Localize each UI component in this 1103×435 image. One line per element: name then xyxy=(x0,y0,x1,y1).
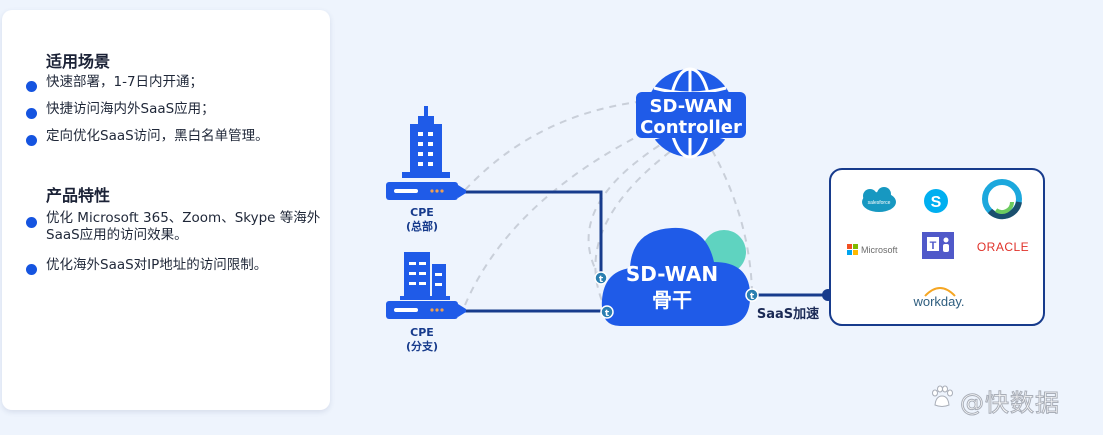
saas-apps-box[interactable]: salesforce S Microsoft T xyxy=(829,168,1045,326)
branch-building-icon xyxy=(400,252,450,300)
bullet-icon xyxy=(26,264,37,275)
dashed-link-backbone-controller xyxy=(587,144,661,279)
salesforce-logo: salesforce xyxy=(862,187,896,212)
cpe-hq-name: CPE xyxy=(410,206,434,219)
bullet-icon xyxy=(26,135,37,146)
info-card: 适用场景 快速部署，1-7日内开通； 快捷访问海内外SaaS应用； 定向优化Sa… xyxy=(2,10,330,410)
bullet-icon xyxy=(26,108,37,119)
svg-text:S: S xyxy=(931,194,942,211)
tunnel-node-glyph: t xyxy=(750,292,755,302)
cpe-hq[interactable]: CPE (总部) xyxy=(386,106,466,233)
tunnel-node-glyph: t xyxy=(599,275,604,285)
dashed-link-controller-saas xyxy=(711,149,753,293)
svg-text:salesforce: salesforce xyxy=(868,200,891,206)
scenario-item: 定向优化SaaS访问，黑白名单管理。 xyxy=(46,128,269,144)
feature-item: 优化 Microsoft 365、Zoom、Skype 等海外SaaS应用的访问… xyxy=(46,210,321,243)
section-title-features: 产品特性 xyxy=(46,186,111,205)
backbone-label-2: 骨干 xyxy=(652,288,692,312)
svg-text:Microsoft: Microsoft xyxy=(861,245,898,255)
scenario-item: 快捷访问海内外SaaS应用； xyxy=(46,101,215,117)
router-icon xyxy=(386,182,458,200)
dashed-link-branch-controller xyxy=(464,129,651,306)
tunnel-nodes: t t t xyxy=(594,271,759,319)
teams-logo: T xyxy=(922,232,954,259)
baidu-paw-icon xyxy=(932,385,953,407)
saas-accel-label: SaaS加速 xyxy=(757,306,819,322)
watermark-text: @快数据 xyxy=(960,389,1060,418)
dashed-link-hq-controller xyxy=(464,99,656,191)
scenario-item: 快速部署，1-7日内开通； xyxy=(46,74,204,90)
feature-item: 优化海外SaaS对IP地址的访问限制。 xyxy=(46,257,268,273)
controller-label-1: SD-WAN xyxy=(650,96,733,117)
cpe-branch-name: CPE xyxy=(410,326,434,339)
controller-label-2: Controller xyxy=(640,117,742,138)
svg-text:T: T xyxy=(930,240,937,252)
microsoft-logo: Microsoft xyxy=(847,244,898,255)
data-links xyxy=(465,190,828,313)
tunnel-node-glyph: t xyxy=(605,309,610,319)
router-icon xyxy=(386,301,458,319)
hq-building-icon xyxy=(402,106,450,178)
backbone-label-1: SD-WAN xyxy=(626,262,718,286)
skype-logo: S xyxy=(924,189,948,213)
control-links xyxy=(464,99,753,313)
webex-logo xyxy=(982,179,1022,220)
dashed-link-backbone-controller-2 xyxy=(594,147,676,313)
cloud-icon xyxy=(601,227,751,326)
workday-logo: workday. xyxy=(912,287,965,309)
controller-node[interactable]: SD-WAN Controller xyxy=(636,67,746,159)
bullet-icon xyxy=(26,81,37,92)
oracle-logo: ORACLE xyxy=(977,240,1029,254)
cpe-branch-sub: (分支) xyxy=(406,339,438,353)
section-title-scenarios: 适用场景 xyxy=(46,52,111,71)
svg-text:workday.: workday. xyxy=(912,294,964,309)
bullet-icon xyxy=(26,217,37,228)
cpe-hq-sub: (总部) xyxy=(406,219,438,233)
link-hq-backbone xyxy=(465,190,603,278)
cpe-branch[interactable]: CPE (分支) xyxy=(386,252,466,353)
backbone-cloud[interactable]: SD-WAN 骨干 xyxy=(601,227,751,326)
